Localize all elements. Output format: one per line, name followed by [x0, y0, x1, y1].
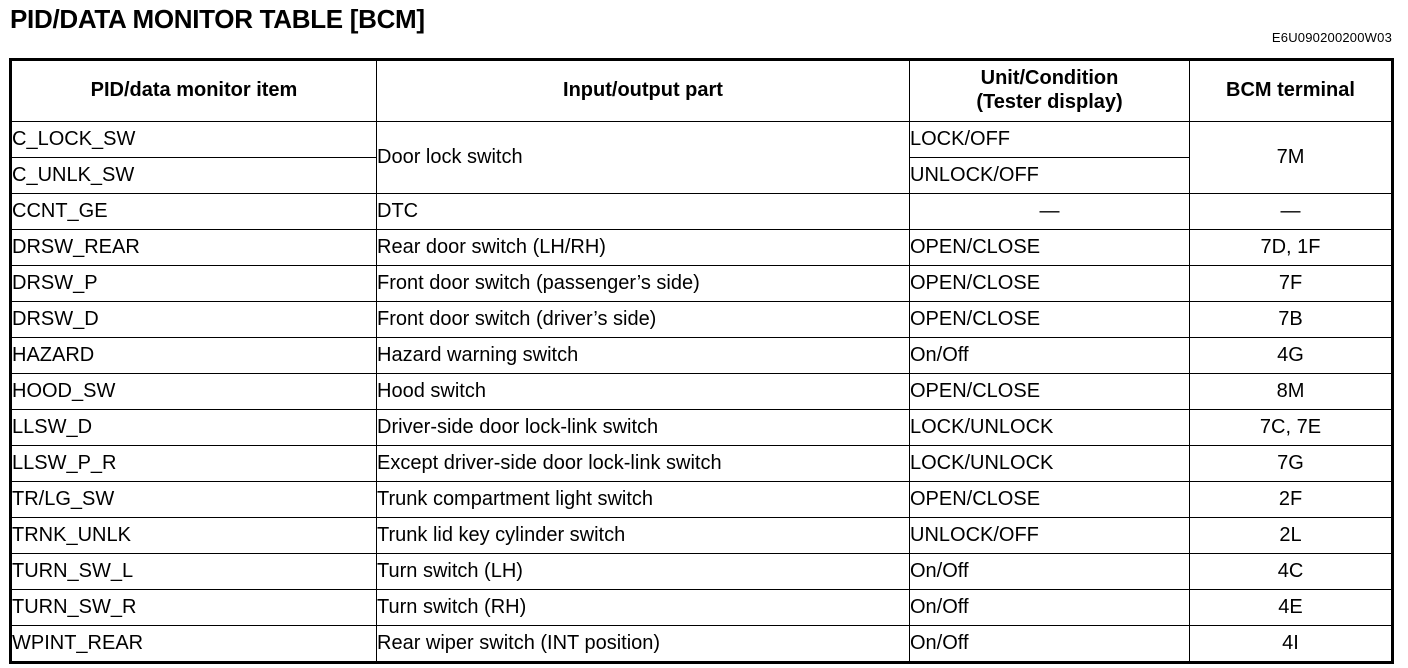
cell-pid-item: C_UNLK_SW	[10, 157, 377, 194]
cell-bcm-terminal: 7F	[1189, 265, 1393, 302]
cell-pid-item: TRNK_UNLK	[10, 517, 377, 554]
table-header-row: PID/data monitor item Input/output part …	[10, 59, 1393, 122]
cell-input-output-part: Hood switch	[376, 373, 910, 410]
column-header-unit-condition-line2: (Tester display)	[976, 91, 1123, 113]
cell-pid-item: DRSW_D	[10, 301, 377, 338]
pid-data-monitor-table: PID/data monitor item Input/output part …	[9, 58, 1394, 664]
cell-input-output-part: Trunk lid key cylinder switch	[376, 517, 910, 554]
cell-pid-item: TR/LG_SW	[10, 481, 377, 518]
cell-pid-item: LLSW_P_R	[10, 445, 377, 482]
cell-bcm-terminal: 4C	[1189, 553, 1393, 590]
cell-pid-item: HAZARD	[10, 337, 377, 374]
cell-input-output-part: Rear wiper switch (INT position)	[376, 625, 910, 663]
column-header-bcm-terminal: BCM terminal	[1189, 59, 1393, 122]
cell-pid-item: LLSW_D	[10, 409, 377, 446]
cell-bcm-terminal: —	[1189, 193, 1393, 230]
cell-bcm-terminal: 7B	[1189, 301, 1393, 338]
cell-bcm-terminal: 7G	[1189, 445, 1393, 482]
cell-unit-condition: On/Off	[909, 589, 1190, 626]
cell-input-output-part: Turn switch (LH)	[376, 553, 910, 590]
cell-unit-condition: LOCK/OFF	[909, 121, 1190, 158]
page-title: PID/DATA MONITOR TABLE [BCM]	[10, 4, 425, 34]
cell-pid-item: WPINT_REAR	[10, 625, 377, 663]
cell-unit-condition: OPEN/CLOSE	[909, 373, 1190, 410]
cell-unit-condition: On/Off	[909, 553, 1190, 590]
column-header-pid-item: PID/data monitor item	[10, 59, 377, 122]
cell-bcm-terminal: 4E	[1189, 589, 1393, 626]
cell-pid-item: C_LOCK_SW	[10, 121, 377, 158]
cell-bcm-terminal: 4I	[1189, 625, 1393, 663]
cell-bcm-terminal: 7C, 7E	[1189, 409, 1393, 446]
cell-unit-condition: LOCK/UNLOCK	[909, 409, 1190, 446]
cell-bcm-terminal: 8M	[1189, 373, 1393, 410]
cell-unit-condition: OPEN/CLOSE	[909, 481, 1190, 518]
cell-unit-condition: OPEN/CLOSE	[909, 301, 1190, 338]
cell-unit-condition: OPEN/CLOSE	[909, 229, 1190, 266]
table-header: PID/data monitor item Input/output part …	[10, 59, 1393, 122]
cell-unit-condition: —	[909, 193, 1190, 230]
column-header-unit-condition-line1: Unit/Condition	[980, 67, 1119, 90]
cell-pid-item: DRSW_P	[10, 265, 377, 302]
cell-input-output-part: Driver-side door lock-link switch	[376, 409, 910, 446]
cell-bcm-terminal: 2L	[1189, 517, 1393, 554]
cell-input-output-part: Front door switch (passenger’s side)	[376, 265, 910, 302]
cell-unit-condition: On/Off	[909, 625, 1190, 663]
column-header-input-output-part: Input/output part	[376, 59, 910, 122]
cell-pid-item: HOOD_SW	[10, 373, 377, 410]
column-header-unit-condition: Unit/Condition (Tester display)	[909, 59, 1190, 122]
cell-bcm-terminal: 7D, 1F	[1189, 229, 1393, 266]
cell-input-output-part: Front door switch (driver’s side)	[376, 301, 910, 338]
cell-bcm-terminal: 7M	[1189, 121, 1393, 194]
cell-input-output-part: Hazard warning switch	[376, 337, 910, 374]
cell-input-output-part: DTC	[376, 193, 910, 230]
cell-input-output-part: Rear door switch (LH/RH)	[376, 229, 910, 266]
cell-unit-condition: LOCK/UNLOCK	[909, 445, 1190, 482]
table-row: C_UNLK_SW UNLOCK/OFF	[10, 157, 1393, 194]
cell-unit-condition: UNLOCK/OFF	[909, 517, 1190, 554]
pid-data-monitor-table-wrapper: PID/data monitor item Input/output part …	[9, 58, 1394, 664]
document-id: E6U090200200W03	[1271, 30, 1392, 45]
cell-input-output-part: Door lock switch	[376, 121, 910, 194]
cell-pid-item: TURN_SW_L	[10, 553, 377, 590]
cell-pid-item: DRSW_REAR	[10, 229, 377, 266]
cell-pid-item: TURN_SW_R	[10, 589, 377, 626]
cell-input-output-part: Except driver-side door lock-link switch	[376, 445, 910, 482]
cell-unit-condition: OPEN/CLOSE	[909, 265, 1190, 302]
cell-input-output-part: Trunk compartment light switch	[376, 481, 910, 518]
cell-bcm-terminal: 2F	[1189, 481, 1393, 518]
cell-unit-condition: UNLOCK/OFF	[909, 157, 1190, 194]
cell-bcm-terminal: 4G	[1189, 337, 1393, 374]
cell-input-output-part: Turn switch (RH)	[376, 589, 910, 626]
cell-unit-condition: On/Off	[909, 337, 1190, 374]
cell-pid-item: CCNT_GE	[10, 193, 377, 230]
